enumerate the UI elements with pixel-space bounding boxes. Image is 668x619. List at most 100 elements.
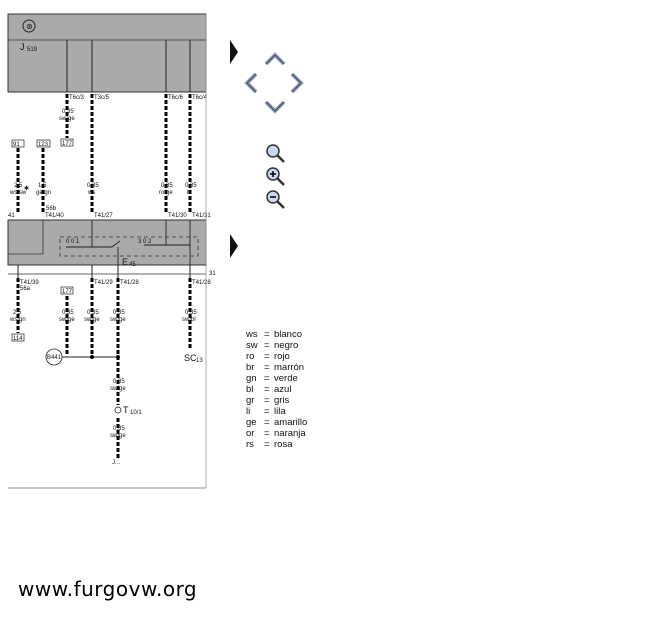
legend-equals: =: [264, 395, 270, 406]
legend-color-name: marrón: [274, 362, 305, 373]
svg-text:0,35: 0,35: [87, 183, 99, 189]
svg-text:sw/ge: sw/ge: [59, 116, 75, 122]
control-unit-block: [7, 13, 207, 93]
svg-text:0,35: 0,35: [87, 310, 99, 316]
magnifier-icon[interactable]: [264, 142, 288, 166]
legend-row: or=naranja: [246, 428, 307, 439]
legend-row: gr=gris: [246, 395, 307, 406]
svg-text:0,35: 0,35: [62, 109, 74, 115]
svg-text:0,35: 0,35: [185, 183, 197, 189]
svg-text:✱: ✱: [24, 185, 29, 192]
connector-label: T41/27: [94, 213, 113, 219]
svg-text:123: 123: [38, 142, 49, 148]
legend-equals: =: [264, 340, 270, 351]
legend-equals: =: [264, 417, 270, 428]
zoom-out-icon[interactable]: [264, 188, 288, 212]
legend-row: li=lila: [246, 406, 307, 417]
legend-color-name: negro: [274, 340, 299, 351]
svg-text:10/1: 10/1: [130, 410, 142, 416]
arrow-up-icon[interactable]: [263, 51, 287, 67]
svg-text:B441: B441: [47, 355, 62, 361]
svg-text:0,35: 0,35: [161, 183, 173, 189]
legend-abbrev: ro: [246, 351, 255, 362]
zoom-in-icon[interactable]: [264, 165, 288, 189]
svg-text:0 0 1: 0 0 1: [66, 239, 80, 245]
legend-abbrev: bl: [246, 384, 254, 395]
connector-label: T41/29: [94, 280, 113, 286]
svg-text:56b: 56b: [46, 206, 57, 212]
legend-color-name: rosa: [274, 439, 293, 450]
svg-text:114: 114: [13, 336, 23, 342]
svg-text:sw/ge: sw/ge: [110, 386, 126, 392]
connector-label: T6c/3: [69, 95, 85, 101]
legend-row: br = marrón: [246, 362, 307, 373]
legend-equals: =: [264, 362, 270, 373]
connector-label: T41/39: [20, 280, 39, 286]
legend-color-name: rojo: [274, 351, 290, 362]
legend-abbrev: sw: [246, 340, 258, 351]
legend-color-name: amarillo: [274, 417, 308, 428]
connector-label: T3c/5: [94, 95, 110, 101]
legend-row: ro = rojo: [246, 351, 307, 362]
arrow-right-icon[interactable]: [289, 71, 305, 95]
legend-equals: =: [264, 351, 270, 362]
svg-text:⊛: ⊛: [26, 22, 33, 31]
connector-label: T41/30: [168, 213, 187, 219]
svg-text:ws: ws: [87, 190, 95, 196]
svg-text:3 0 2: 3 0 2: [138, 239, 152, 245]
legend-row: gn=verde: [246, 373, 307, 384]
connector-label: T41/28: [192, 280, 211, 286]
svg-text:91: 91: [13, 142, 20, 148]
connector-label: T41/28: [120, 280, 139, 286]
svg-text:45: 45: [129, 262, 136, 268]
legend-color-name: lila: [274, 406, 286, 417]
svg-text:2,5: 2,5: [14, 183, 23, 189]
svg-text:sw/ge: sw/ge: [84, 317, 100, 323]
svg-text:0,35: 0,35: [62, 310, 74, 316]
switch-outline: [59, 236, 199, 257]
page-marker-icon: [230, 234, 238, 258]
switch-block: [7, 219, 207, 266]
site-watermark: www.furgovw.org: [18, 577, 198, 601]
svg-text:56a: 56a: [20, 286, 31, 292]
svg-text:sw/ge: sw/ge: [110, 317, 126, 323]
svg-text:519: 519: [27, 47, 38, 53]
page-marker-icon: [230, 40, 238, 64]
svg-text:T: T: [123, 405, 129, 415]
connector-label: T6c/6: [168, 95, 184, 101]
svg-text:sw/bl: sw/bl: [182, 317, 196, 323]
svg-text:ws/gn: ws/gn: [9, 317, 26, 323]
legend-row: ws=blanco: [246, 329, 307, 340]
svg-text:sw/ge: sw/ge: [59, 317, 75, 323]
svg-text:sw/ge: sw/ge: [110, 433, 126, 439]
legend-equals: =: [264, 406, 270, 417]
legend-equals: =: [264, 428, 270, 439]
legend-row: ge=amarillo: [246, 417, 307, 428]
legend-color-name: blanco: [274, 329, 302, 340]
legend-abbrev: ws: [246, 329, 258, 340]
arrow-down-icon[interactable]: [263, 99, 287, 115]
svg-text:ws/sw: ws/sw: [9, 190, 27, 196]
legend-equals: =: [264, 384, 270, 395]
legend-equals: =: [264, 439, 270, 450]
switch-label: E: [122, 257, 128, 267]
legend-row: rs = rosa: [246, 439, 307, 450]
svg-text:31: 31: [209, 271, 216, 277]
legend-row: bl=azul: [246, 384, 307, 395]
arrow-left-icon[interactable]: [243, 71, 259, 95]
legend-abbrev: or: [246, 428, 255, 439]
legend-abbrev: rs: [246, 439, 254, 450]
svg-text:0,35: 0,35: [113, 379, 125, 385]
legend-equals: =: [264, 373, 270, 384]
legend-abbrev: gr: [246, 395, 255, 406]
svg-text:2,5: 2,5: [13, 310, 22, 316]
svg-text:13: 13: [196, 358, 203, 364]
legend-abbrev: br: [246, 362, 255, 373]
connector-label: T41/40: [45, 213, 64, 219]
svg-text:177: 177: [62, 289, 73, 295]
svg-text:0,35: 0,35: [185, 310, 197, 316]
svg-text:0,35: 0,35: [113, 426, 125, 432]
svg-text:ge/gn: ge/gn: [36, 190, 51, 196]
